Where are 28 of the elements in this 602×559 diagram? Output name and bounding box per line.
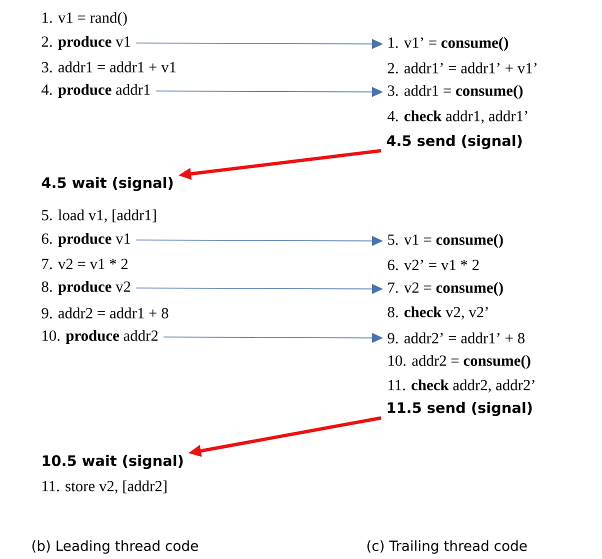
code-line: 4. produce addr1 <box>42 84 150 98</box>
caption: (b) Leading thread code <box>32 540 198 554</box>
code-line: 5. load v1, [addr1] <box>42 209 156 223</box>
code-line: 6. produce v1 <box>42 233 130 247</box>
code-line: 1. v1’ = consume() <box>388 37 508 51</box>
code-line: 10. addr2 = consume() <box>388 355 530 369</box>
code-line: 4. check addr1, addr1’ <box>388 110 528 124</box>
code-line: 5. v1 = consume() <box>388 234 503 248</box>
code-line: 8. check v2, v2’ <box>388 306 488 320</box>
code-line: 1. v1 = rand() <box>42 12 127 26</box>
caption: (c) Trailing thread code <box>367 540 527 554</box>
signal-line: 4.5 wait (signal) <box>42 176 173 192</box>
code-line: 2. addr1’ = addr1’ + v1’ <box>388 62 536 74</box>
code-line: 8. produce v2 <box>42 281 130 295</box>
code-line: 11. check addr2, addr2’ <box>388 379 534 393</box>
code-line: 11. store v2, [addr2] <box>42 480 166 494</box>
code-line: 7. v2 = consume() <box>388 282 503 296</box>
code-line: 10. produce addr2 <box>42 330 158 344</box>
signal-line: 11.5 send (signal) <box>388 402 532 416</box>
code-line: 3. addr1 = consume() <box>388 85 523 99</box>
code-line: 9. addr2 = addr1 + 8 <box>42 308 168 318</box>
code-line: 7. v2 = v1 * 2 <box>42 258 128 270</box>
signal-line: 10.5 wait (signal) <box>42 454 183 470</box>
code-line: 6. v2’ = v1 * 2 <box>388 260 479 270</box>
signal-line: 4.5 send (signal) <box>386 134 522 150</box>
code-line: 2. produce v1 <box>42 36 130 50</box>
code-line: 3. addr1 = addr1 + v1 <box>42 62 176 72</box>
code-line: 9. addr2’ = addr1’ + 8 <box>388 332 525 344</box>
